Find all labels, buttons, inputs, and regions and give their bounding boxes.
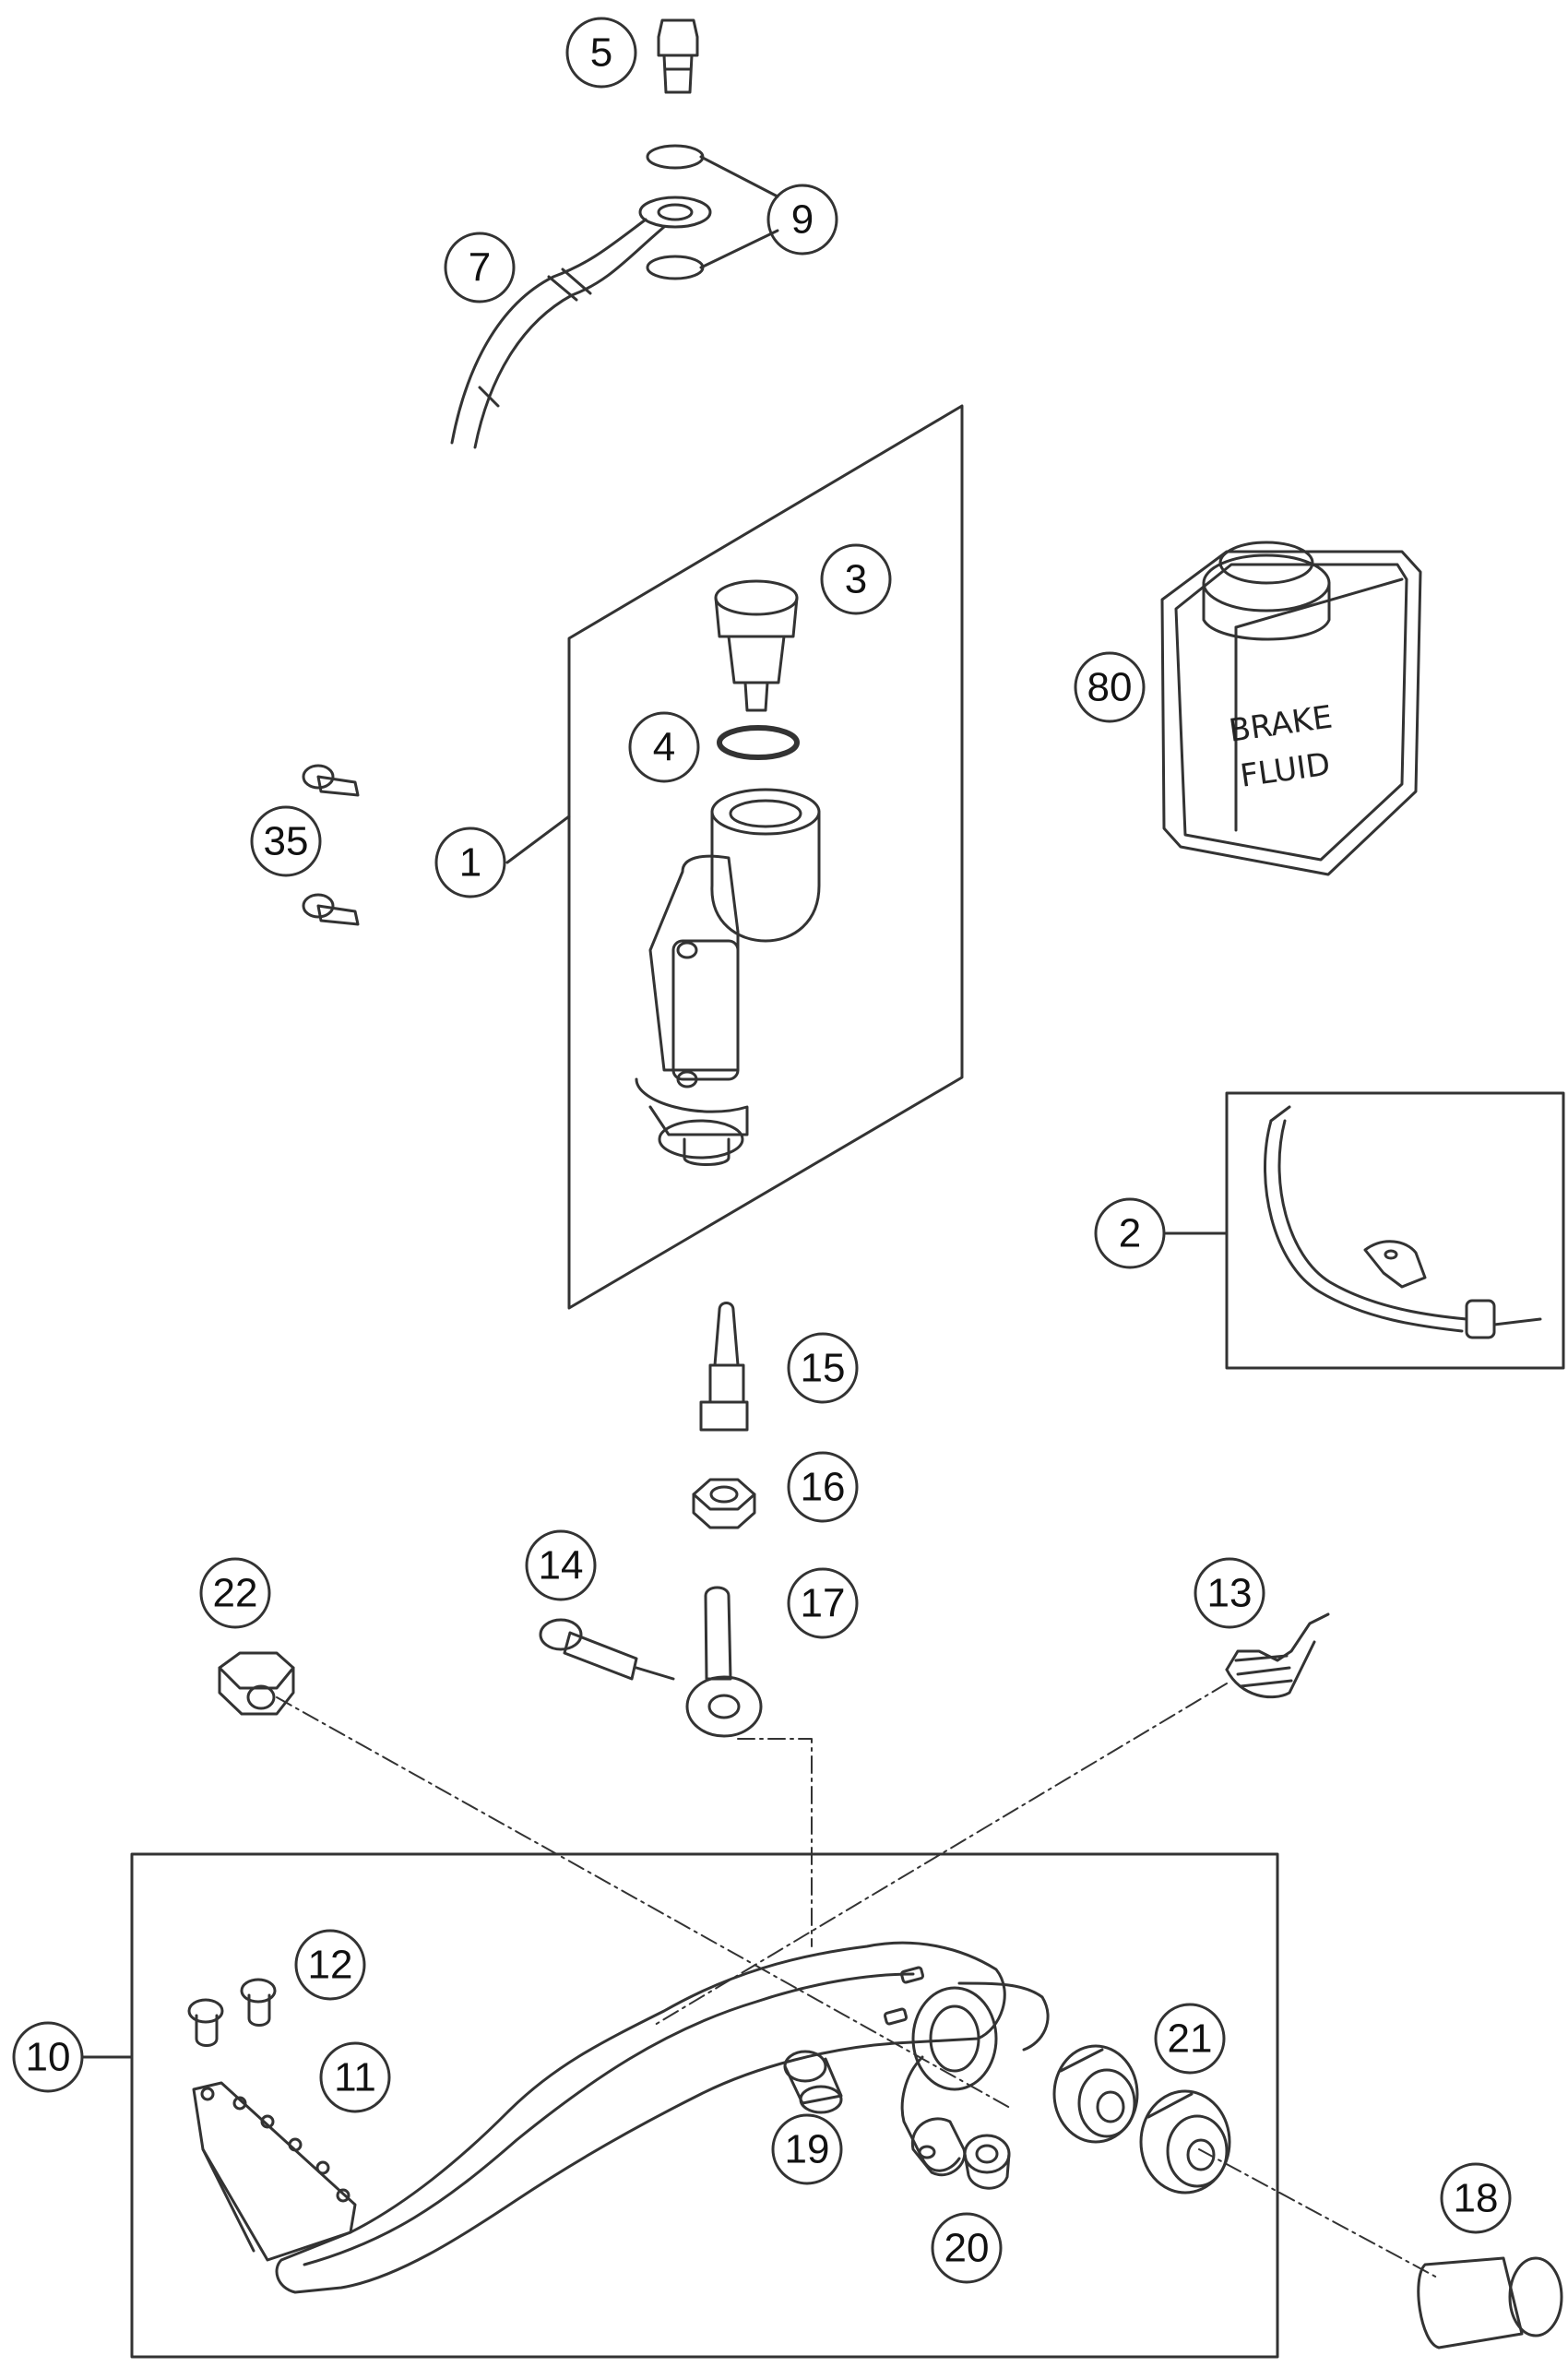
flange-nut-icon <box>218 1651 295 1716</box>
brake-line-icon <box>450 196 712 449</box>
callout-circle-18 <box>1440 2162 1512 2234</box>
callout-label-13: 13 <box>1207 1571 1253 1616</box>
o-ring-icon <box>717 725 800 760</box>
reservoir-cap-icon <box>714 579 799 712</box>
push-rod-icon <box>699 1302 749 1432</box>
callout-circle-21 <box>1154 2003 1226 2075</box>
sealing-washer-upper-icon <box>646 144 705 170</box>
clevis-icon <box>685 1586 763 1738</box>
bushing-icon <box>783 2050 843 2114</box>
callout-label-16: 16 <box>801 1465 846 1510</box>
spacer-icon <box>963 2134 1011 2190</box>
alignment-lines <box>276 1683 1440 2279</box>
callout-circle-15 <box>787 1332 859 1404</box>
callout-label-12: 12 <box>308 1943 353 1988</box>
pivot-pin-icon <box>1417 2256 1563 2349</box>
callout-circle-20 <box>931 2212 1003 2284</box>
callout-label-7: 7 <box>469 245 491 291</box>
callout-label-15: 15 <box>801 1346 846 1391</box>
master-cylinder-body-icon <box>635 788 821 1166</box>
callout-circle-22 <box>199 1557 271 1629</box>
callout-label-9: 9 <box>791 197 814 243</box>
callout-circle-80 <box>1074 651 1146 723</box>
return-spring-icon <box>1225 1612 1330 1699</box>
callout-label-11: 11 <box>334 2055 376 2100</box>
callout-circles <box>12 17 1512 2284</box>
callout-circle-5 <box>565 17 637 89</box>
brake-fluid-can-icon <box>1160 541 1422 876</box>
master-cylinder-assembly-box <box>567 404 964 1310</box>
callout-circle-3 <box>820 543 892 615</box>
callout-label-4: 4 <box>653 725 675 770</box>
callout-label-17: 17 <box>801 1581 846 1626</box>
callout-circle-19 <box>771 2113 843 2185</box>
callout-circle-14 <box>525 1529 597 1601</box>
brake-fluid-text-line2: FLUID <box>1238 745 1333 794</box>
brake-fluid-text-line1: BRAKE <box>1227 698 1335 749</box>
callout-circle-16 <box>787 1451 859 1523</box>
leader-lines <box>81 155 1229 2059</box>
brake-pedal-icon <box>275 1941 1050 2294</box>
pedal-tip-screw-icon <box>187 1978 277 2047</box>
callout-label-22: 22 <box>213 1571 258 1616</box>
callout-circle-11 <box>319 2041 391 2113</box>
brake-light-switch-box <box>1225 1091 1565 1370</box>
callout-label-35: 35 <box>264 819 309 864</box>
pivot-bolt-icon <box>539 1618 675 1681</box>
callout-label-1: 1 <box>459 840 481 886</box>
callout-label-19: 19 <box>785 2127 830 2172</box>
bearing-right-icon <box>1139 2089 1231 2195</box>
callout-circle-17 <box>787 1567 859 1639</box>
sealing-washer-lower-icon <box>646 255 705 280</box>
callout-label-21: 21 <box>1168 2016 1213 2062</box>
callout-circle-2 <box>1094 1197 1166 1269</box>
callout-circle-12 <box>294 1929 366 2001</box>
callout-label-80: 80 <box>1087 665 1133 710</box>
callout-circle-13 <box>1194 1557 1265 1629</box>
callout-label-10: 10 <box>26 2035 71 2080</box>
callout-circle-7 <box>444 232 516 303</box>
bearing-left-icon <box>1052 2044 1139 2144</box>
callout-label-20: 20 <box>944 2226 990 2271</box>
banjo-bolt-icon <box>657 18 699 94</box>
callout-circle-35 <box>250 805 322 877</box>
callout-circle-9 <box>766 184 838 256</box>
brake-light-switch-icon <box>1264 1105 1542 1339</box>
pedal-tip-icon <box>192 2081 357 2262</box>
hex-nut-icon <box>692 1478 756 1529</box>
callout-label-14: 14 <box>539 1543 584 1588</box>
brake-pedal-assembly-box <box>130 1852 1279 2359</box>
callout-circle-10 <box>12 2021 84 2093</box>
callout-label-18: 18 <box>1454 2176 1499 2221</box>
callout-label-3: 3 <box>845 557 867 602</box>
callout-label-2: 2 <box>1119 1211 1141 1256</box>
screw-icon <box>302 764 360 926</box>
callout-circle-4 <box>628 711 700 783</box>
callout-label-5: 5 <box>590 30 612 76</box>
callout-circle-1 <box>434 827 506 898</box>
